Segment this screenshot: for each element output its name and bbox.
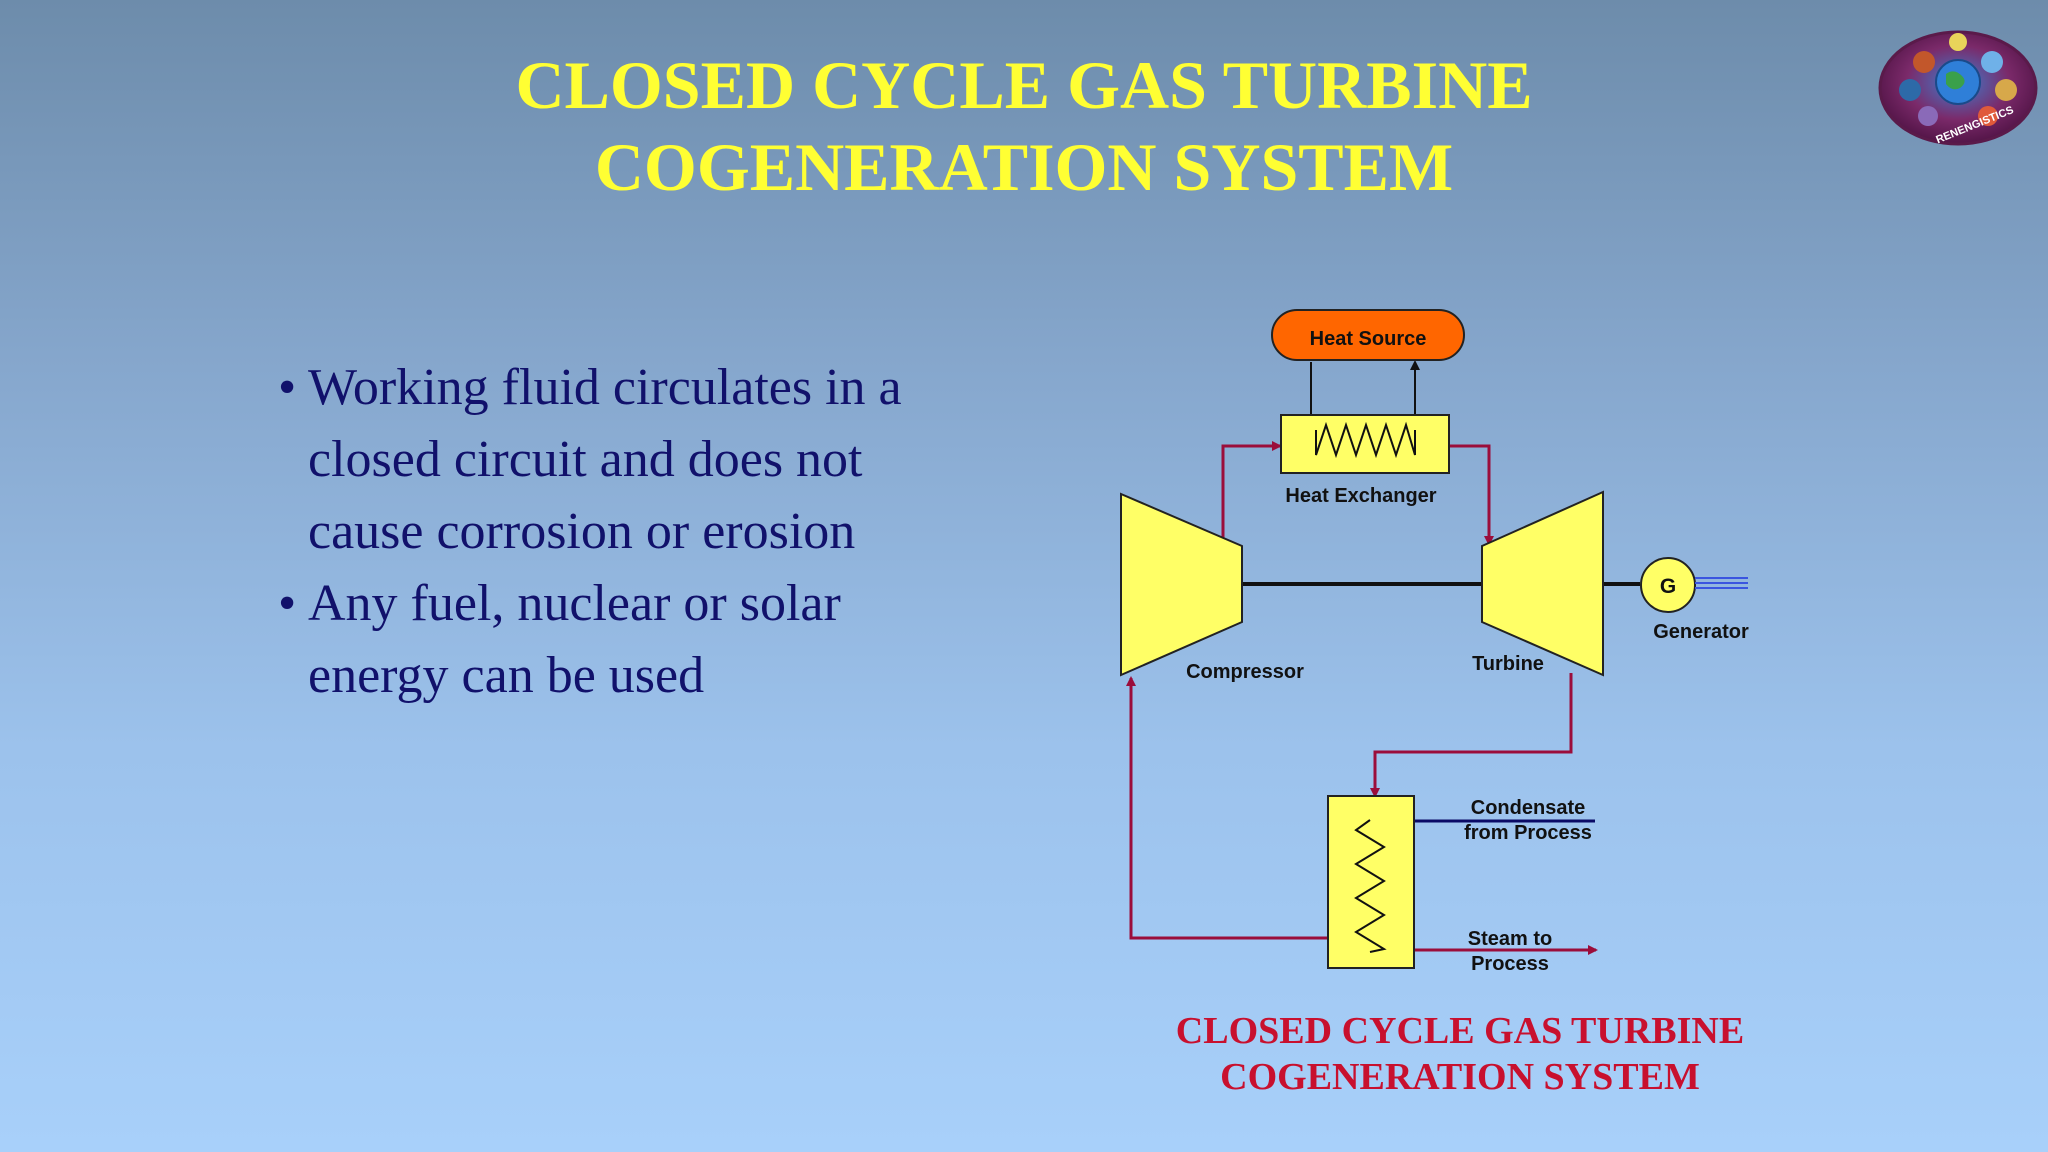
cogeneration-diagram: Heat Source Heat Exchanger Compressor Tu… — [1120, 309, 1749, 975]
turbine-label: Turbine — [1472, 653, 1544, 675]
condenser-coil — [1354, 819, 1387, 953]
steam-label-line-1: Steam to — [1468, 928, 1552, 950]
diagram-caption-line-2: COGENERATION SYSTEM — [1220, 1056, 1700, 1098]
heat-source — [1271, 309, 1465, 361]
flow-condenser-to-compressor — [1126, 676, 1333, 940]
condensate-label-line-2: from Process — [1464, 822, 1592, 844]
diagram-caption-line-1: CLOSED CYCLE GAS TURBINE — [1175, 1010, 1745, 1052]
compressor — [1120, 492, 1243, 677]
flow-hx-to-turbine — [1450, 444, 1494, 546]
diagram-caption: CLOSED CYCLE GAS TURBINE COGENERATION SY… — [1110, 1008, 1810, 1100]
bullet-list: • Working fluid circulates in a closed c… — [278, 352, 1038, 712]
bullet-dot: • — [278, 575, 297, 632]
slide-title-line-2: COGENERATION SYSTEM — [594, 129, 1454, 205]
compressor-label: Compressor — [1186, 661, 1304, 683]
bullet-2-line-1: Any fuel, nuclear or solar — [308, 575, 841, 632]
bullet-dot: • — [278, 359, 297, 416]
generator-label: Generator — [1653, 621, 1749, 643]
heat-exchanger — [1280, 414, 1450, 474]
bullet-1-line-1: Working fluid circulates in a — [308, 359, 902, 416]
slide-title: CLOSED CYCLE GAS TURBINE COGENERATION SY… — [0, 44, 2048, 208]
renengistics-logo: RENENGISTICS — [1878, 30, 2038, 146]
turbine — [1481, 490, 1604, 677]
condenser — [1327, 795, 1415, 969]
bullet-item-1: • Working fluid circulates in a closed c… — [278, 352, 1038, 568]
condensate-label-line-1: Condensate — [1471, 797, 1585, 819]
heat-exchanger-coil — [1315, 421, 1416, 459]
generator-output-lines — [1695, 577, 1748, 589]
flow-turbine-to-condenser — [1370, 673, 1573, 798]
bullet-2-line-2: energy can be used — [308, 647, 705, 704]
bullet-1-line-2: closed circuit and does not — [308, 431, 863, 488]
flow-lines — [1126, 441, 1598, 955]
flow-compressor-to-hx — [1221, 441, 1282, 543]
steam-label-line-2: Process — [1471, 953, 1549, 975]
heat-source-label: Heat Source — [1310, 328, 1427, 350]
generator-circle — [1640, 557, 1696, 613]
heat-exchanger-label: Heat Exchanger — [1285, 485, 1436, 507]
bullet-item-2: • Any fuel, nuclear or solar energy can … — [278, 568, 1038, 712]
slide-title-line-1: CLOSED CYCLE GAS TURBINE — [515, 47, 1533, 123]
bullet-1-line-3: cause corrosion or erosion — [308, 503, 856, 560]
generator-symbol: G — [1660, 575, 1676, 598]
